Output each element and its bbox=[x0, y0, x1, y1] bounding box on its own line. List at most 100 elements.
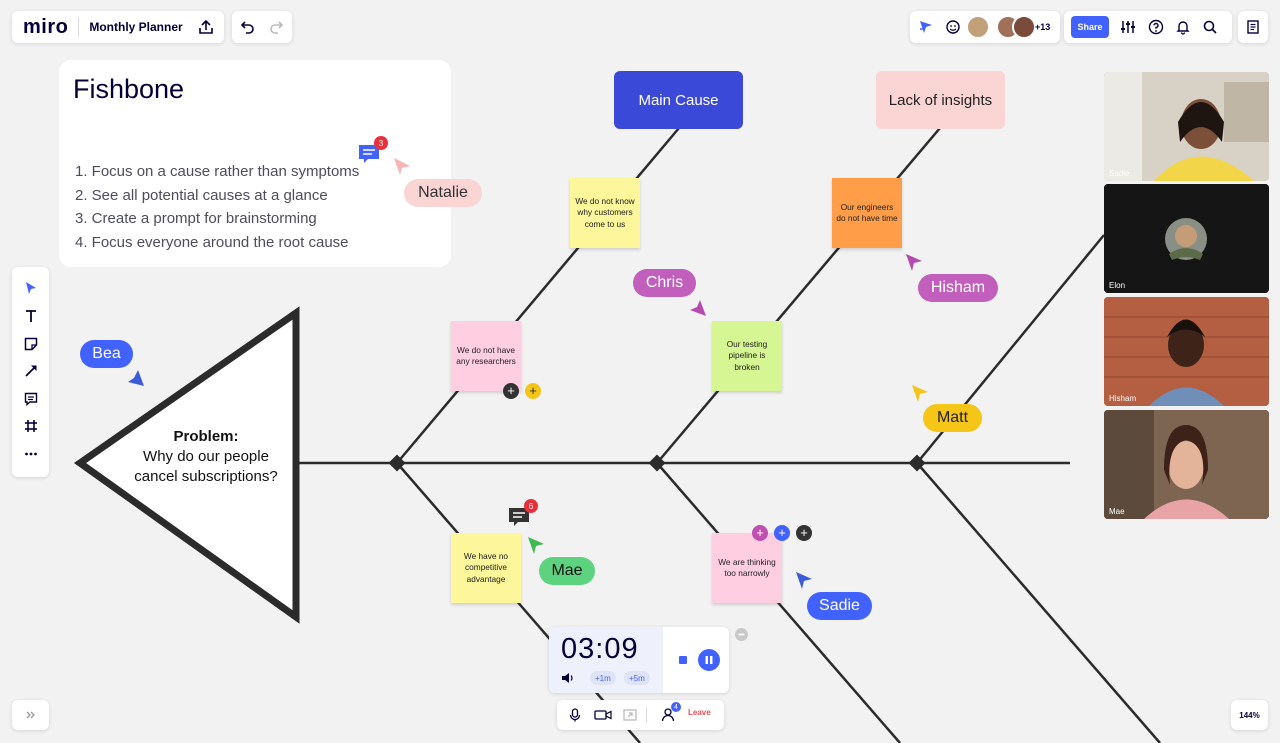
comment-tool[interactable] bbox=[20, 388, 42, 410]
sticky-note[interactable]: We are thinking too narrowly bbox=[712, 533, 782, 603]
participants-button[interactable] bbox=[661, 707, 675, 722]
notifications-button[interactable] bbox=[1175, 19, 1191, 35]
cursor-tag-natalie: Natalie bbox=[404, 179, 482, 207]
lack-of-insights-box[interactable]: Lack of insights bbox=[876, 71, 1005, 129]
search-icon bbox=[1203, 20, 1217, 34]
creation-toolbar bbox=[12, 267, 49, 477]
comment-count-badge: 3 bbox=[374, 136, 388, 150]
double-chevron-right-icon bbox=[26, 711, 35, 719]
board-header: miro Monthly Planner bbox=[12, 11, 224, 43]
participant-name: Elon bbox=[1109, 281, 1126, 290]
video-tile[interactable]: Mae bbox=[1104, 410, 1269, 519]
cursor-tag-matt: Matt bbox=[923, 404, 982, 432]
list-item: 1. Focus on a cause rather than symptoms bbox=[75, 163, 360, 180]
participant-video bbox=[1104, 297, 1269, 406]
divider bbox=[646, 707, 647, 723]
add-reaction-button[interactable]: + bbox=[503, 383, 519, 399]
comment-count-badge: 6 bbox=[524, 499, 538, 513]
cursor-arrow-icon bbox=[912, 385, 928, 402]
redo-icon bbox=[270, 21, 284, 34]
help-icon bbox=[1148, 19, 1164, 35]
leave-call-button[interactable]: Leave bbox=[688, 708, 711, 717]
participant-name: Sadie bbox=[1109, 169, 1130, 178]
avatar[interactable] bbox=[966, 15, 990, 39]
share-button[interactable]: Share bbox=[1071, 16, 1109, 38]
problem-text[interactable]: Problem: Why do our people cancel subscr… bbox=[120, 427, 292, 487]
comment-thread-natalie[interactable]: 3 bbox=[358, 136, 388, 165]
participant-video bbox=[1104, 410, 1269, 519]
text-tool[interactable] bbox=[20, 305, 42, 327]
video-tile[interactable]: Elon bbox=[1104, 184, 1269, 293]
participant-video bbox=[1104, 72, 1269, 181]
timer-time: 03:09 bbox=[561, 633, 639, 665]
minus-icon bbox=[738, 633, 745, 636]
add-reaction-button[interactable]: + bbox=[752, 525, 768, 541]
more-tools-button[interactable] bbox=[20, 443, 42, 465]
miro-logo[interactable]: miro bbox=[23, 15, 69, 38]
video-camera-icon bbox=[594, 710, 612, 720]
frame-icon bbox=[25, 420, 37, 432]
video-tile[interactable]: Hisham bbox=[1104, 297, 1269, 406]
connector-tool[interactable] bbox=[20, 360, 42, 382]
share-screen-button[interactable] bbox=[623, 708, 637, 722]
cursor-tag-chris: Chris bbox=[633, 269, 696, 297]
search-button[interactable] bbox=[1202, 19, 1218, 35]
undo-redo-bar bbox=[232, 11, 292, 43]
sticky-note[interactable]: Our testing pipeline is broken bbox=[712, 321, 782, 391]
sticky-note-icon bbox=[24, 337, 38, 351]
video-tile[interactable]: Sadie bbox=[1104, 72, 1269, 181]
undo-button[interactable] bbox=[239, 19, 255, 35]
redo-button[interactable] bbox=[269, 19, 285, 35]
settings-button[interactable] bbox=[1120, 19, 1136, 35]
comment-icon bbox=[509, 508, 529, 526]
problem-title: Problem: bbox=[173, 428, 239, 445]
add-reaction-button[interactable]: + bbox=[774, 525, 790, 541]
more-collaborators-count[interactable]: +13 bbox=[1035, 22, 1051, 32]
expand-panel-button[interactable] bbox=[12, 700, 49, 730]
add-one-minute-button[interactable]: +1m bbox=[590, 671, 616, 685]
fishbone-info-card[interactable]: Fishbone 1. Focus on a cause rather than… bbox=[59, 60, 451, 267]
board-title[interactable]: Monthly Planner bbox=[89, 20, 183, 34]
microphone-icon bbox=[569, 708, 581, 722]
bell-icon bbox=[1176, 21, 1190, 35]
stop-timer-button[interactable] bbox=[675, 652, 691, 668]
microphone-button[interactable] bbox=[568, 708, 582, 722]
problem-line-2: cancel subscriptions? bbox=[134, 468, 278, 485]
add-reaction-button[interactable]: + bbox=[796, 525, 812, 541]
person-icon bbox=[661, 708, 675, 722]
volume-icon bbox=[562, 673, 573, 683]
main-cause-label: Main Cause bbox=[638, 91, 719, 109]
list-item: 2. See all potential causes at a glance bbox=[75, 186, 328, 204]
export-button[interactable] bbox=[198, 19, 214, 35]
sticky-note[interactable]: We do not have any researchers bbox=[451, 321, 521, 391]
cursor-tag-hisham: Hisham bbox=[918, 274, 998, 302]
add-reaction-button[interactable]: + bbox=[525, 383, 541, 399]
collapse-timer-button[interactable] bbox=[735, 628, 748, 641]
cursor-tag-mae: Mae bbox=[539, 557, 595, 585]
cursor-arrow-icon bbox=[906, 254, 922, 271]
sticky-note-tool[interactable] bbox=[20, 333, 42, 355]
follow-button[interactable] bbox=[918, 19, 934, 35]
sticky-note[interactable]: We have no competitive advantage bbox=[451, 533, 521, 603]
problem-line-1: Why do our people bbox=[143, 448, 269, 465]
camera-button[interactable] bbox=[594, 708, 612, 722]
zoom-level[interactable]: 144% bbox=[1231, 700, 1268, 730]
help-button[interactable] bbox=[1148, 19, 1164, 35]
participant-count-badge: 4 bbox=[671, 702, 681, 712]
participant-name: Mae bbox=[1109, 507, 1125, 516]
add-five-minutes-button[interactable]: +5m bbox=[624, 671, 650, 685]
notes-panel-button[interactable] bbox=[1238, 11, 1268, 43]
comment-thread-mae[interactable]: 6 bbox=[508, 499, 538, 528]
add-reaction-button[interactable] bbox=[945, 19, 961, 35]
volume-button[interactable] bbox=[561, 671, 575, 685]
cursor-tag-sadie: Sadie bbox=[807, 592, 872, 620]
select-tool[interactable] bbox=[20, 277, 42, 299]
frame-tool[interactable] bbox=[20, 415, 42, 437]
avatar[interactable] bbox=[1012, 15, 1036, 39]
emoji-add-icon bbox=[946, 20, 960, 34]
cursor-arrow-icon bbox=[528, 537, 544, 554]
sticky-note[interactable]: Our engineers do not have time bbox=[832, 178, 902, 248]
main-cause-box[interactable]: Main Cause bbox=[614, 71, 743, 129]
pause-timer-button[interactable] bbox=[698, 649, 720, 671]
sticky-note[interactable]: We do not know why customers come to us bbox=[570, 178, 640, 248]
